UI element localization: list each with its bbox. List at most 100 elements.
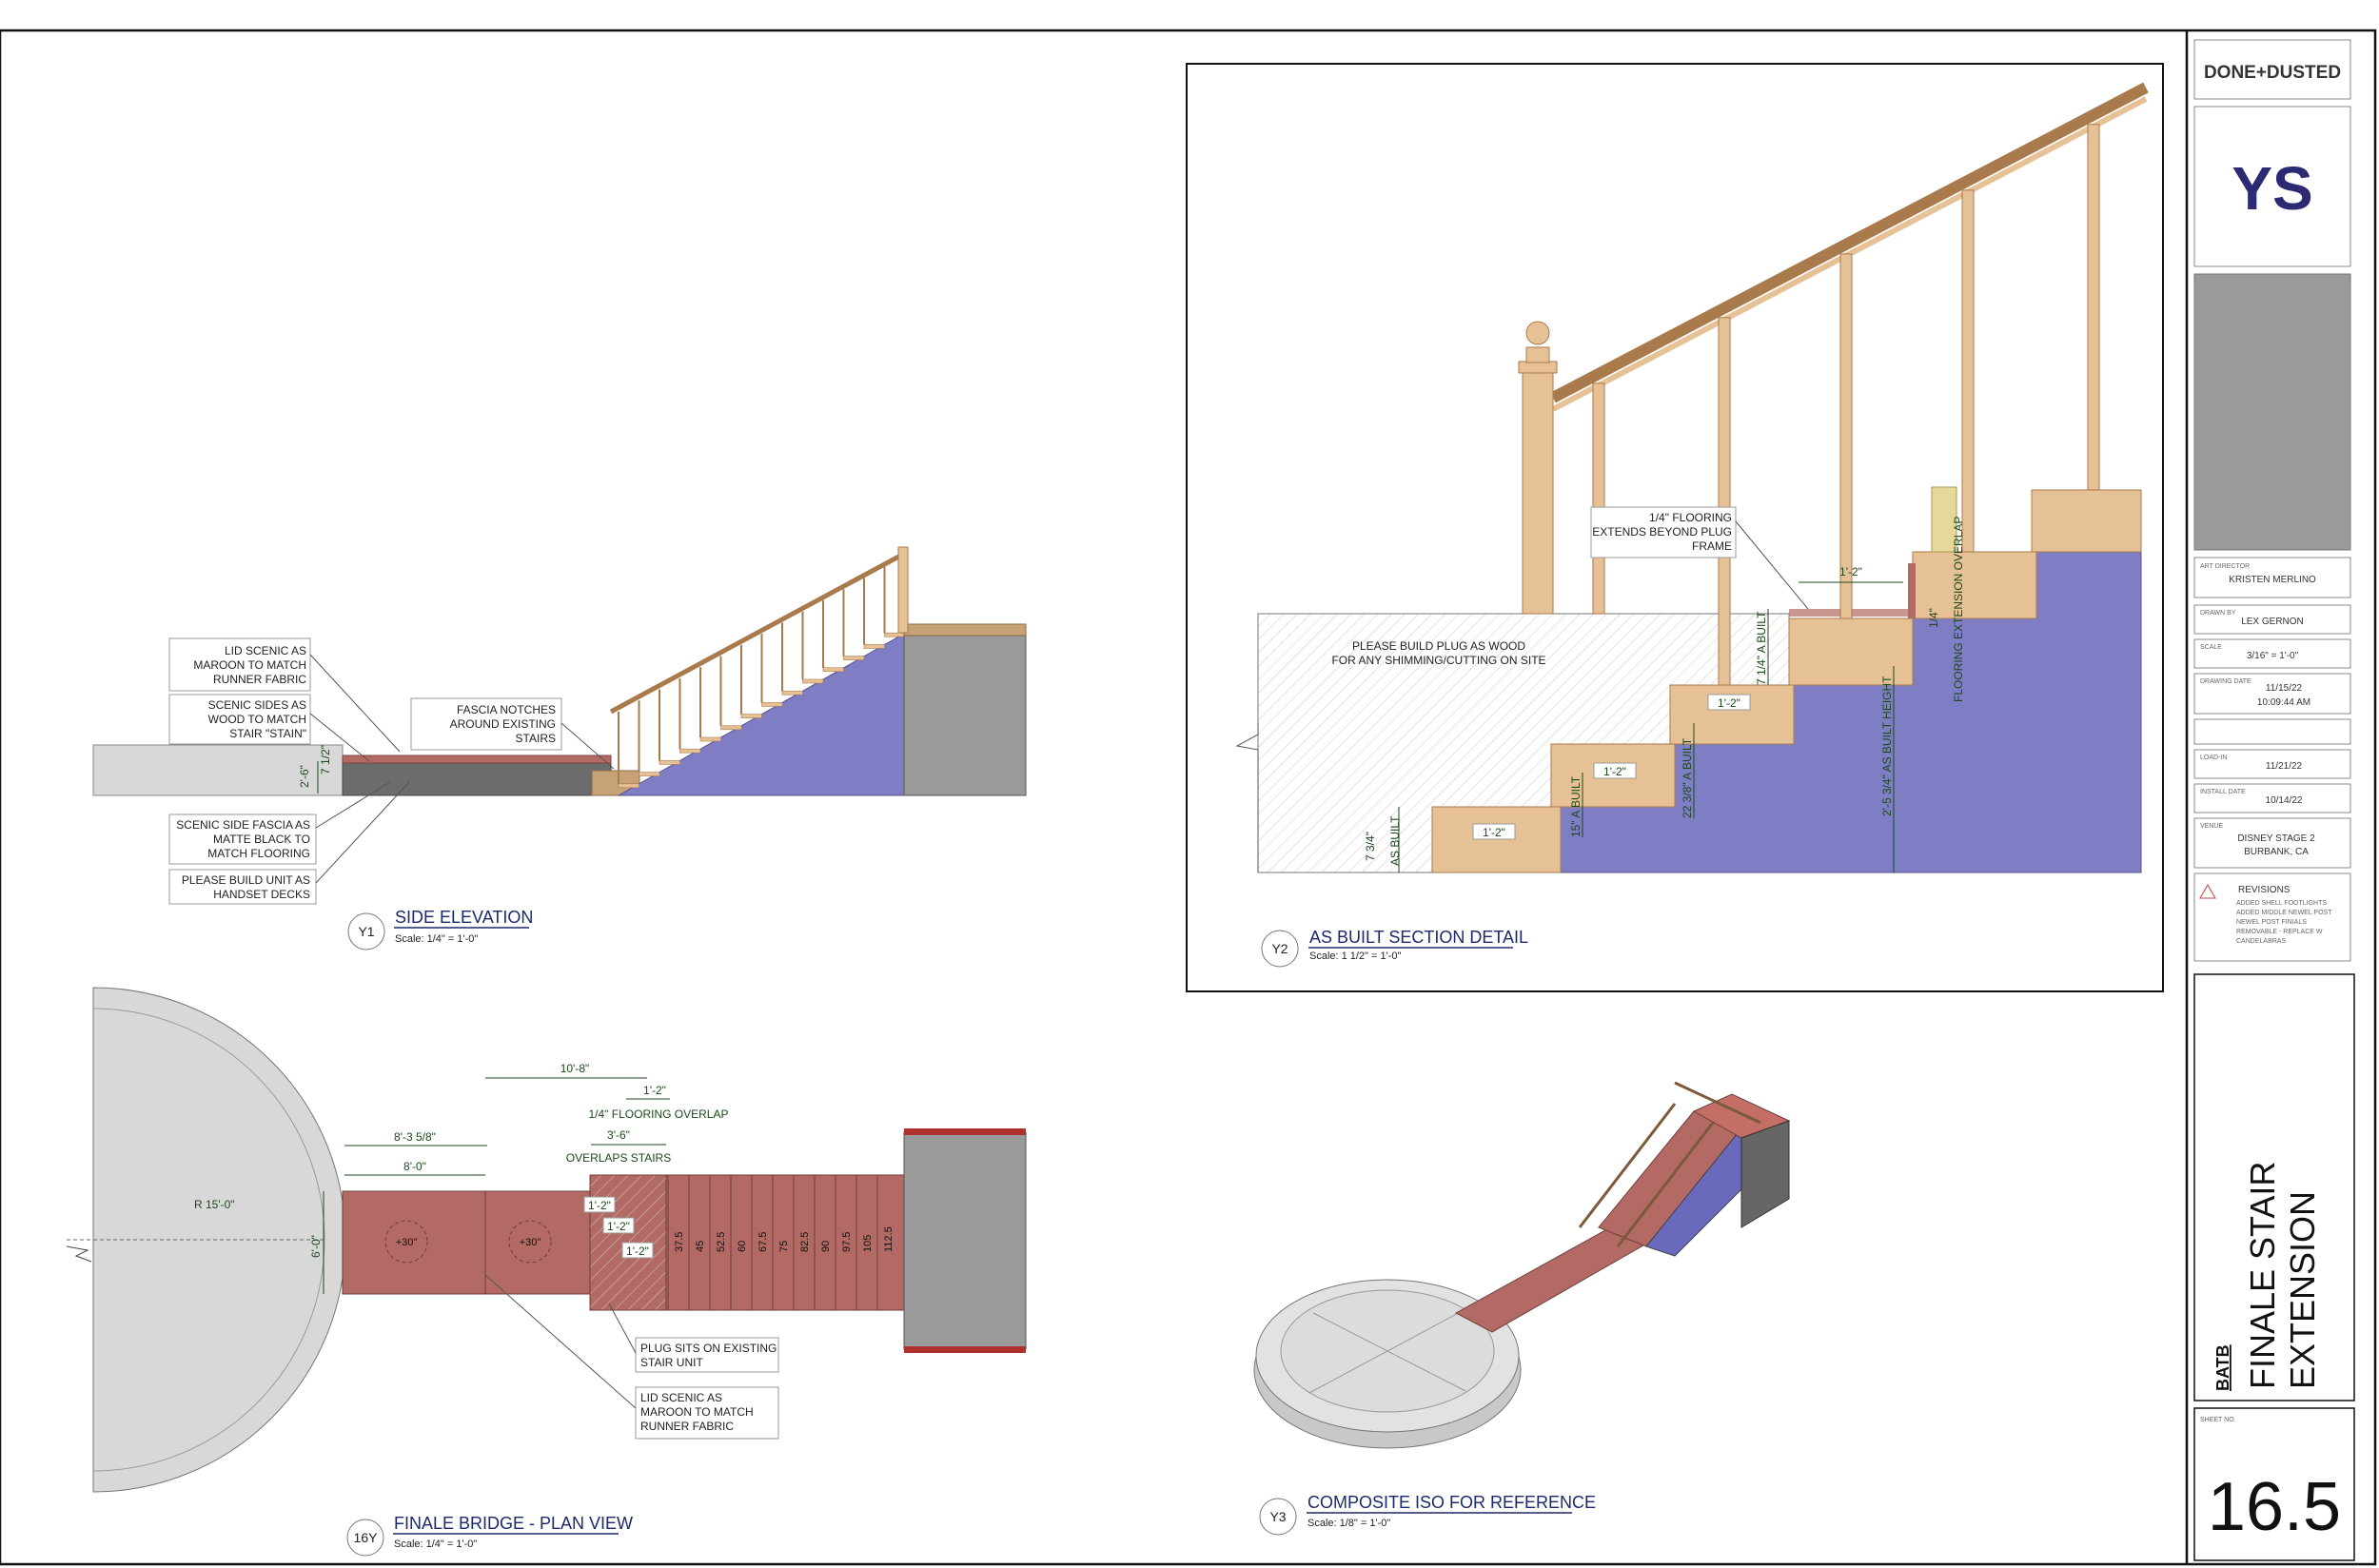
show-code: BATB [2213,1344,2232,1391]
sheet-border [0,29,2377,1566]
stair-steps [618,632,906,789]
y2-frame [1186,63,2164,992]
note-plug-wood-2: FOR ANY SHIMMING/CUTTING ON SITE [1331,654,1545,667]
svg-text:LID SCENIC AS: LID SCENIC AS [225,644,306,657]
dim-2-6: 2'-6" [298,765,311,788]
sheet-number: 16.5 [2208,1469,2341,1545]
logo-gray-panel [2193,273,2351,551]
handrail [609,551,906,715]
svg-text:INSTALL DATE: INSTALL DATE [2200,789,2246,795]
dim-7-3-4: 7 3/4" [1364,832,1377,861]
title-block: DONE+DUSTED YS ART DIRECTOR KRISTEN MERL… [2193,39,2355,1561]
view-scale-y3: Scale: 1/8" = 1'-0" [1307,1518,1390,1529]
stair-tread [884,632,906,637]
svg-text:DISNEY STAGE 2: DISNEY STAGE 2 [2237,833,2315,844]
svg-text:NEWEL POST FINIALS: NEWEL POST FINIALS [2236,919,2307,926]
dim-small: 1'-2" [643,1084,666,1097]
view-y3-iso: Y3 COMPOSITE ISO FOR REFERENCE Scale: 1/… [1253,1081,1791,1536]
svg-text:1'-2": 1'-2" [1603,765,1626,778]
step-height-label: 82.5 [799,1232,811,1252]
step-height-label: 105 [862,1235,874,1252]
upper-landing [903,623,1027,796]
note-fascia-notches: FASCIA NOTCHES AROUND EXISTING STAIRS [410,697,615,770]
svg-text:WOOD TO MATCH: WOOD TO MATCH [208,713,306,726]
stair-tread [802,678,824,684]
svg-text:1'-2": 1'-2" [607,1220,630,1233]
svg-text:1'-2": 1'-2" [1839,565,1862,578]
view-title-y2: AS BUILT SECTION DETAIL [1309,928,1528,947]
svg-text:SCENIC SIDES AS: SCENIC SIDES AS [208,698,306,712]
bridge-deck [342,1190,593,1295]
y2-handrail [1550,82,2149,403]
svg-text:FRAME: FRAME [1692,539,1732,553]
svg-text:SCENIC SIDE FASCIA AS: SCENIC SIDE FASCIA AS [176,818,310,832]
stair-tread [863,644,885,649]
baluster [1961,189,1975,553]
newel-post [1518,321,1558,615]
note-flooring-extends: 1/4" FLOORING EXTENDS BEYOND PLUG FRAME [1590,506,1809,610]
note-lid-scenic: LID SCENIC AS MAROON TO MATCH RUNNER FAB… [168,637,401,753]
svg-text:EXTENDS BEYOND PLUG: EXTENDS BEYOND PLUG [1592,525,1732,539]
svg-text:STAIRS: STAIRS [516,732,556,745]
dim-7-1-2: 7 1/2" [319,745,332,774]
view-title-y1: SIDE ELEVATION [395,908,533,927]
stair-treads [1431,486,2142,873]
dim-as-built-1: AS BUILT [1388,815,1402,866]
svg-text:1'-2": 1'-2" [588,1199,611,1212]
svg-text:REMOVABLE - REPLACE W: REMOVABLE - REPLACE W [2236,929,2323,935]
logo-done-dusted: DONE+DUSTED [2204,63,2341,83]
dim-7-1-4-as-built: 7 1/4" A BUILT [1755,611,1768,685]
step-height-label: 52.5 [716,1232,727,1252]
svg-text:STAIR UNIT: STAIR UNIT [640,1356,703,1369]
balusters [618,566,886,784]
stair-tread [720,725,742,731]
dim-8-3-5-8: 8'-3 5/8" [394,1130,436,1144]
svg-text:MATCH FLOORING: MATCH FLOORING [207,847,310,860]
view-scale-y1: Scale: 1/4" = 1'-0" [395,933,478,945]
newel-post-top [897,546,909,634]
note-plug-sits: PLUG SITS ON EXISTING STAIR UNIT [608,1303,779,1373]
baluster [1718,317,1731,686]
break-line [1235,723,1259,872]
stair-tread [822,667,844,673]
svg-text:DRAWN BY: DRAWN BY [2200,610,2236,617]
svg-text:1'-2": 1'-2" [1483,826,1505,839]
view-scale-y2: Scale: 1 1/2" = 1'-0" [1309,951,1402,962]
dim-flooring-overlap: FLOORING EXTENSION OVERLAP [1952,517,1965,702]
dim-3-6: 3'-6" [607,1128,630,1142]
step-height-label: 90 [820,1241,832,1252]
stair-tread [761,702,783,707]
svg-text:10:09:44 AM: 10:09:44 AM [2257,697,2310,708]
existing-deck [92,744,344,796]
upper-landing-plan [903,1131,1027,1350]
view-id-y2: Y2 [1271,941,1288,956]
note-fascia-black: SCENIC SIDE FASCIA AS MATTE BLACK TO MAT… [168,781,391,865]
svg-text:SCALE: SCALE [2200,644,2222,651]
dim-15-as-built: 15" A BUILT [1569,775,1583,837]
logo-ys: YS [2232,154,2312,223]
note-plug-wood-1: PLEASE BUILD PLUG AS WOOD [1352,639,1525,653]
svg-text:LID SCENIC AS: LID SCENIC AS [640,1391,722,1404]
step-height-label: 37.5 [674,1232,685,1252]
svg-text:PLUG SITS ON EXISTING: PLUG SITS ON EXISTING [640,1342,777,1355]
step-height-label: 60 [737,1241,748,1252]
dim-radius: R 15'-0" [194,1198,235,1211]
svg-text:REVISIONS: REVISIONS [2238,885,2291,895]
svg-text:HANDSET DECKS: HANDSET DECKS [213,888,310,901]
svg-text:3/16" = 1'-0": 3/16" = 1'-0" [2247,651,2299,661]
iso-landing-side [1740,1120,1790,1228]
svg-text:STAIR "STAIN": STAIR "STAIN" [229,727,306,740]
label-overlaps-stairs: OVERLAPS STAIRS [566,1151,671,1165]
stair-tread [699,736,721,742]
svg-text:MATTE BLACK TO: MATTE BLACK TO [213,833,310,846]
stair-tread [618,783,639,789]
svg-text:MAROON TO MATCH: MAROON TO MATCH [640,1405,754,1419]
svg-text:ADDED SHELL FOOTLIGHTS: ADDED SHELL FOOTLIGHTS [2236,900,2327,907]
note-lid-plan: LID SCENIC AS MAROON TO MATCH RUNNER FAB… [484,1274,779,1440]
step-height-label: 112.5 [883,1226,895,1252]
baluster [1839,253,1853,619]
view-title-y3: COMPOSITE ISO FOR REFERENCE [1307,1493,1596,1512]
step-height-label: 97.5 [841,1232,853,1252]
